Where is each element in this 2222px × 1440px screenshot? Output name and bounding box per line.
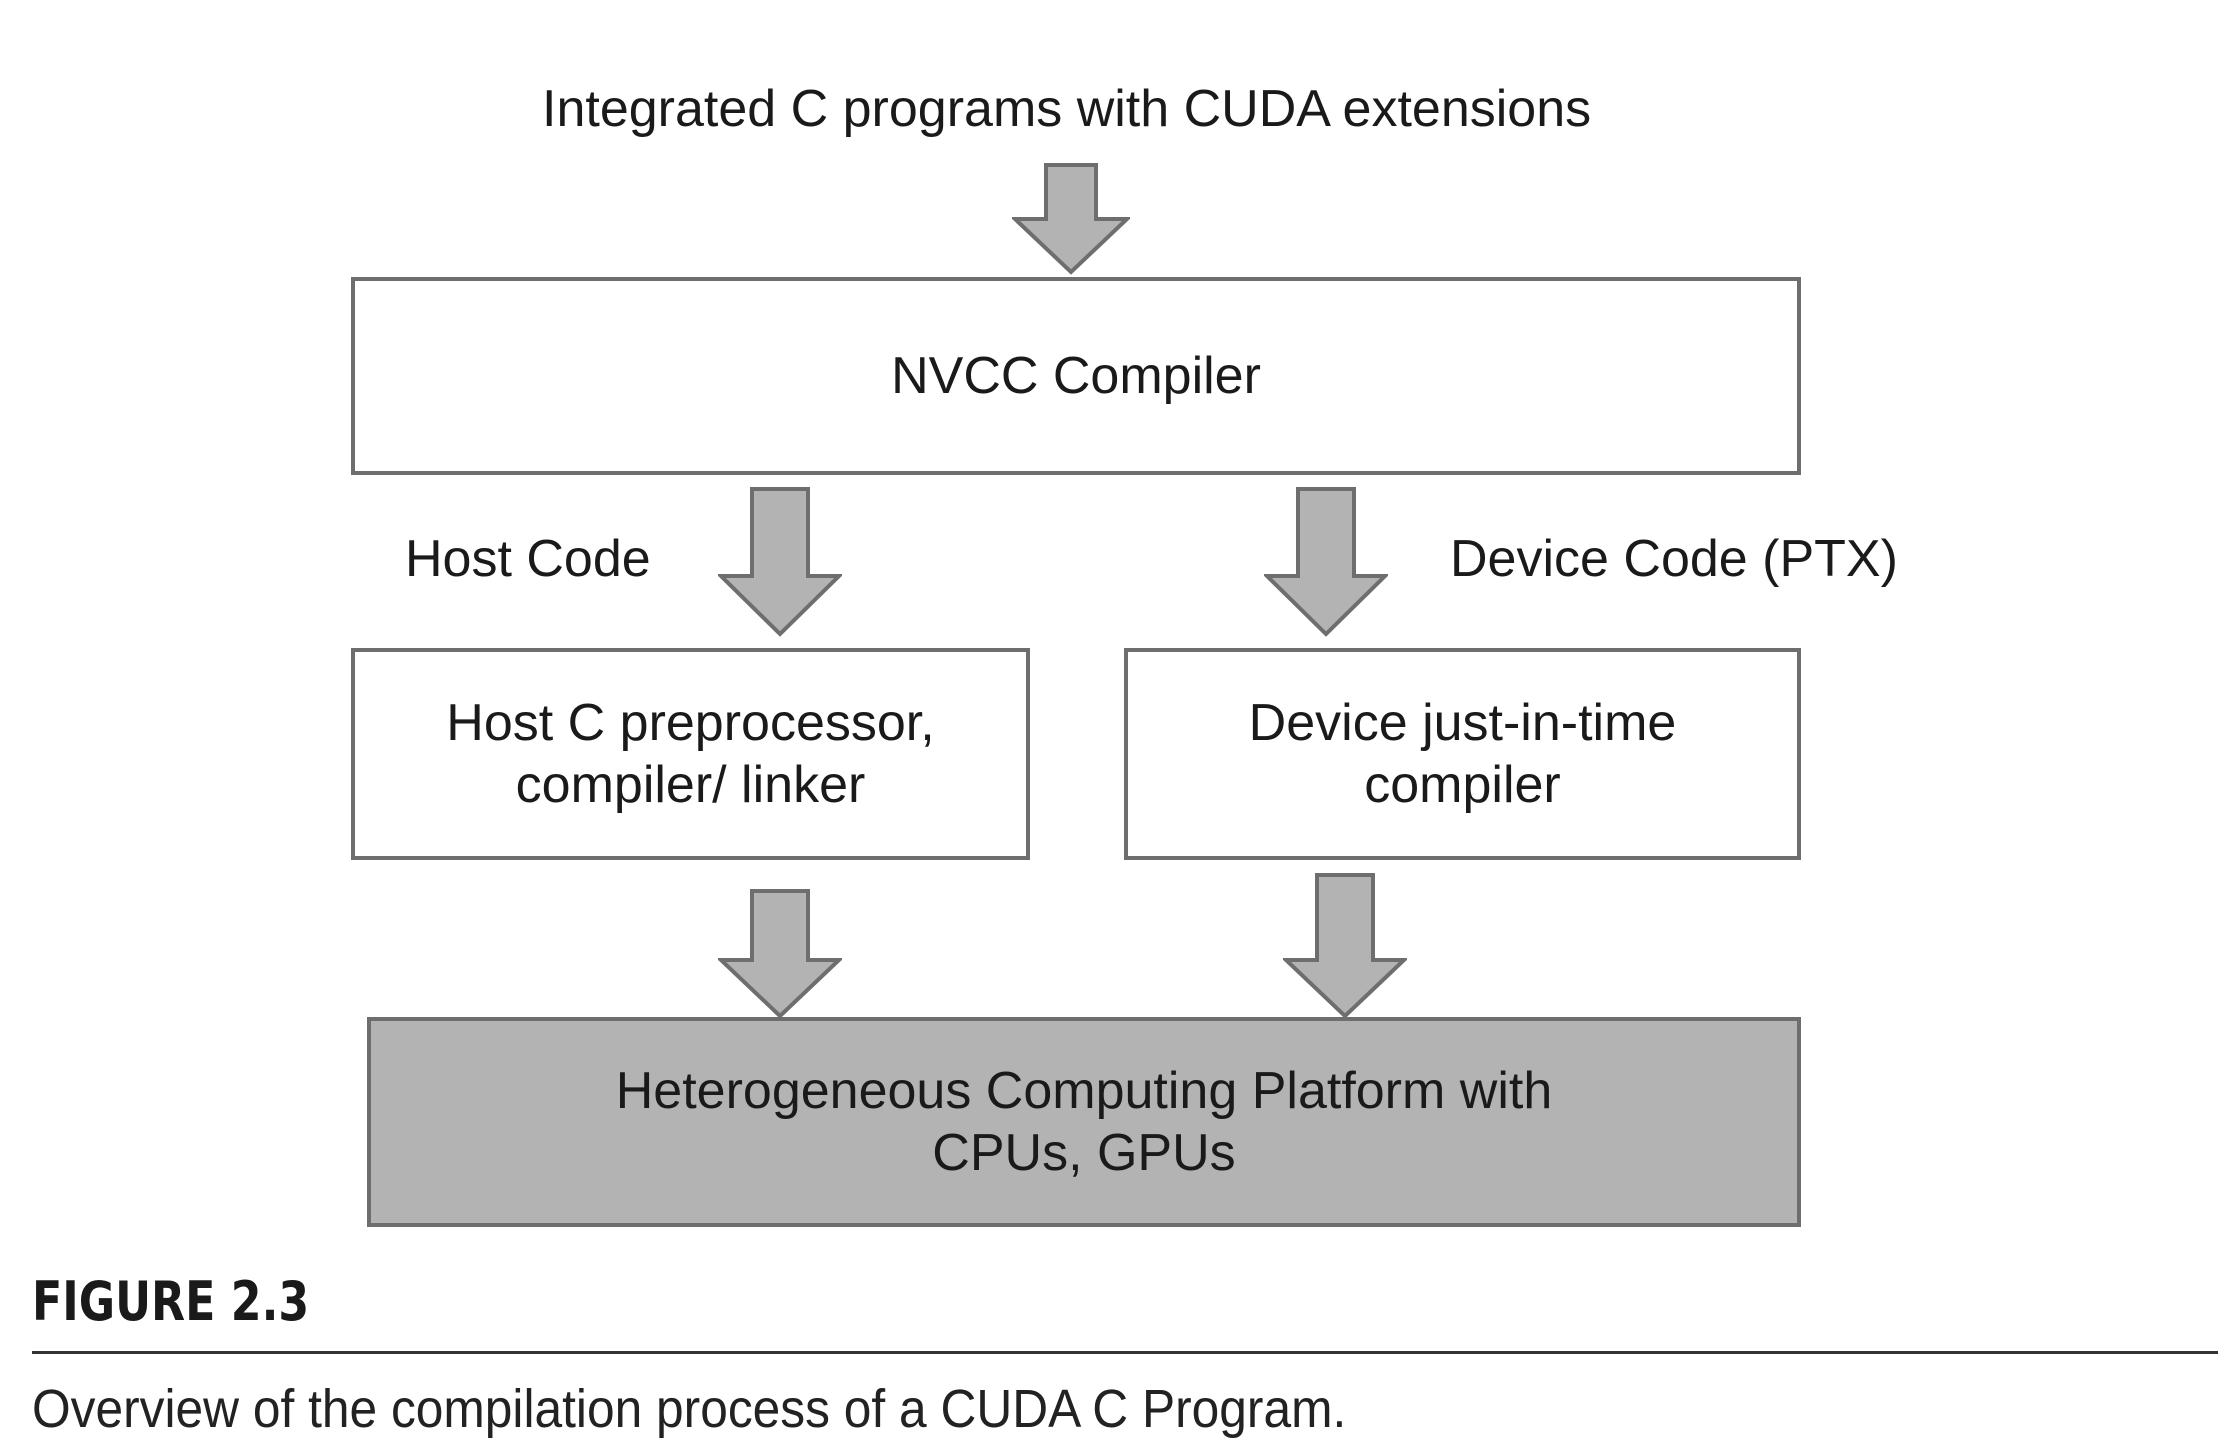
host-compiler-box: Host C preprocessor, compiler/ linker (351, 648, 1030, 860)
down-arrow-icon (1264, 487, 1388, 637)
heterogeneous-platform-label: Heterogeneous Computing Platform with CP… (615, 1062, 1553, 1182)
nvcc-compiler-label: NVCC Compiler (891, 347, 1261, 405)
nvcc-compiler-box: NVCC Compiler (351, 277, 1801, 475)
caption-divider (32, 1351, 2218, 1354)
host-compiler-label: Host C preprocessor, compiler/ linker (446, 694, 935, 814)
figure-caption: Overview of the compilation process of a… (32, 1379, 1347, 1439)
device-jit-compiler-box: Device just-in-time compiler (1124, 648, 1801, 860)
heterogeneous-platform-box: Heterogeneous Computing Platform with CP… (367, 1017, 1801, 1227)
down-arrow-icon (718, 487, 842, 637)
host-code-label: Host Code (405, 530, 651, 588)
down-arrow-icon (1283, 873, 1407, 1019)
device-jit-compiler-label: Device just-in-time compiler (1248, 694, 1677, 814)
input-label: Integrated C programs with CUDA extensio… (542, 80, 1592, 138)
device-code-label: Device Code (PTX) (1450, 530, 1898, 588)
down-arrow-icon (718, 889, 842, 1019)
figure-title: FIGURE 2.3 (32, 1270, 310, 1333)
down-arrow-icon (1012, 163, 1130, 275)
